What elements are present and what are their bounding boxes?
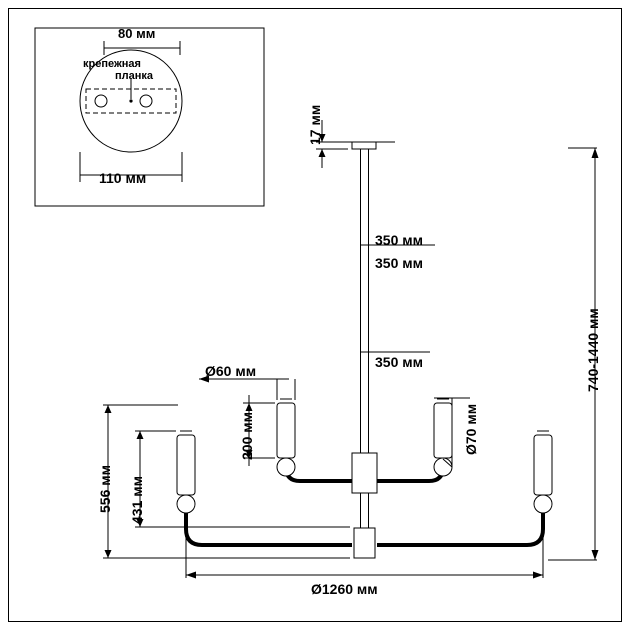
dim200-arrow-top bbox=[245, 403, 253, 411]
lower-stem bbox=[360, 492, 369, 529]
shade-diameter-label: Ø60 мм bbox=[205, 363, 257, 379]
inset-callout-label-line2: планка bbox=[115, 70, 154, 82]
inner-height-label: 431 мм bbox=[129, 476, 145, 524]
ball-outer-left bbox=[176, 494, 196, 514]
inset-hole-left bbox=[94, 94, 108, 108]
ball-inner-right bbox=[433, 457, 453, 477]
dim17-arrow-bottom bbox=[318, 149, 326, 157]
ball-outer-right bbox=[533, 494, 553, 514]
dim556-arrow-top bbox=[104, 405, 112, 413]
shade-inner-right bbox=[433, 402, 453, 459]
rod-segment-1-label: 350 мм bbox=[375, 232, 423, 248]
shade-height-label: 200 мм bbox=[239, 412, 255, 460]
page-border bbox=[8, 8, 622, 622]
rod-segment-2-label: 350 мм bbox=[375, 255, 423, 271]
dim1260-arrow-left bbox=[186, 571, 196, 579]
dim60-ext bbox=[276, 379, 296, 400]
dim431-arrow-top bbox=[136, 431, 144, 439]
dim556-arrow-bottom bbox=[104, 550, 112, 558]
inset-dim-top-label: 80 мм bbox=[118, 26, 156, 41]
shade-inner-left-cap bbox=[280, 398, 292, 404]
shade-outer-right bbox=[533, 434, 553, 496]
inset-hole-right bbox=[139, 94, 153, 108]
center-hub bbox=[351, 452, 378, 494]
dim70-tick bbox=[442, 458, 453, 468]
arm-inner-right bbox=[377, 462, 445, 483]
ball-diameter-label: Ø70 мм bbox=[463, 403, 479, 455]
outer-height-label: 556 мм bbox=[97, 465, 113, 513]
dim200-arrow-bottom bbox=[245, 450, 253, 458]
inset-center-dot bbox=[129, 99, 133, 103]
arm-inner-left bbox=[284, 462, 352, 483]
rod-segment-3-label: 350 мм bbox=[375, 354, 423, 370]
inset-dim80-ticks bbox=[103, 41, 181, 55]
dim-total-arrow-top bbox=[591, 148, 599, 158]
arm-outer-left bbox=[184, 503, 352, 547]
dim17-arrow-top bbox=[318, 134, 326, 142]
shade-outer-left-cap bbox=[180, 430, 192, 436]
ball-inner-left bbox=[276, 457, 296, 477]
lower-finial bbox=[353, 527, 376, 559]
suspension-rod bbox=[360, 148, 369, 454]
shade-outer-right-cap bbox=[537, 430, 549, 436]
canopy-plate bbox=[351, 141, 377, 150]
inset-dim110-ext bbox=[79, 152, 183, 171]
dim1260-arrow-right bbox=[533, 571, 543, 579]
inset-dim-bottom-label: 110 мм bbox=[99, 170, 147, 186]
dim60-arrow-left bbox=[199, 375, 209, 383]
shade-inner-right-cap bbox=[437, 398, 449, 404]
dim-total-arrow-bottom bbox=[591, 550, 599, 560]
arm-outer-right bbox=[377, 503, 545, 547]
shade-inner-left bbox=[276, 402, 296, 459]
total-height-label: 740-1440 мм bbox=[585, 308, 601, 392]
overall-diameter-label: Ø1260 мм bbox=[311, 581, 378, 597]
dim431-arrow-bottom bbox=[136, 519, 144, 527]
inset-callout-label-line1: крепежная bbox=[83, 58, 141, 70]
canopy-height-label: 17 мм bbox=[307, 104, 323, 145]
shade-outer-left bbox=[176, 434, 196, 496]
